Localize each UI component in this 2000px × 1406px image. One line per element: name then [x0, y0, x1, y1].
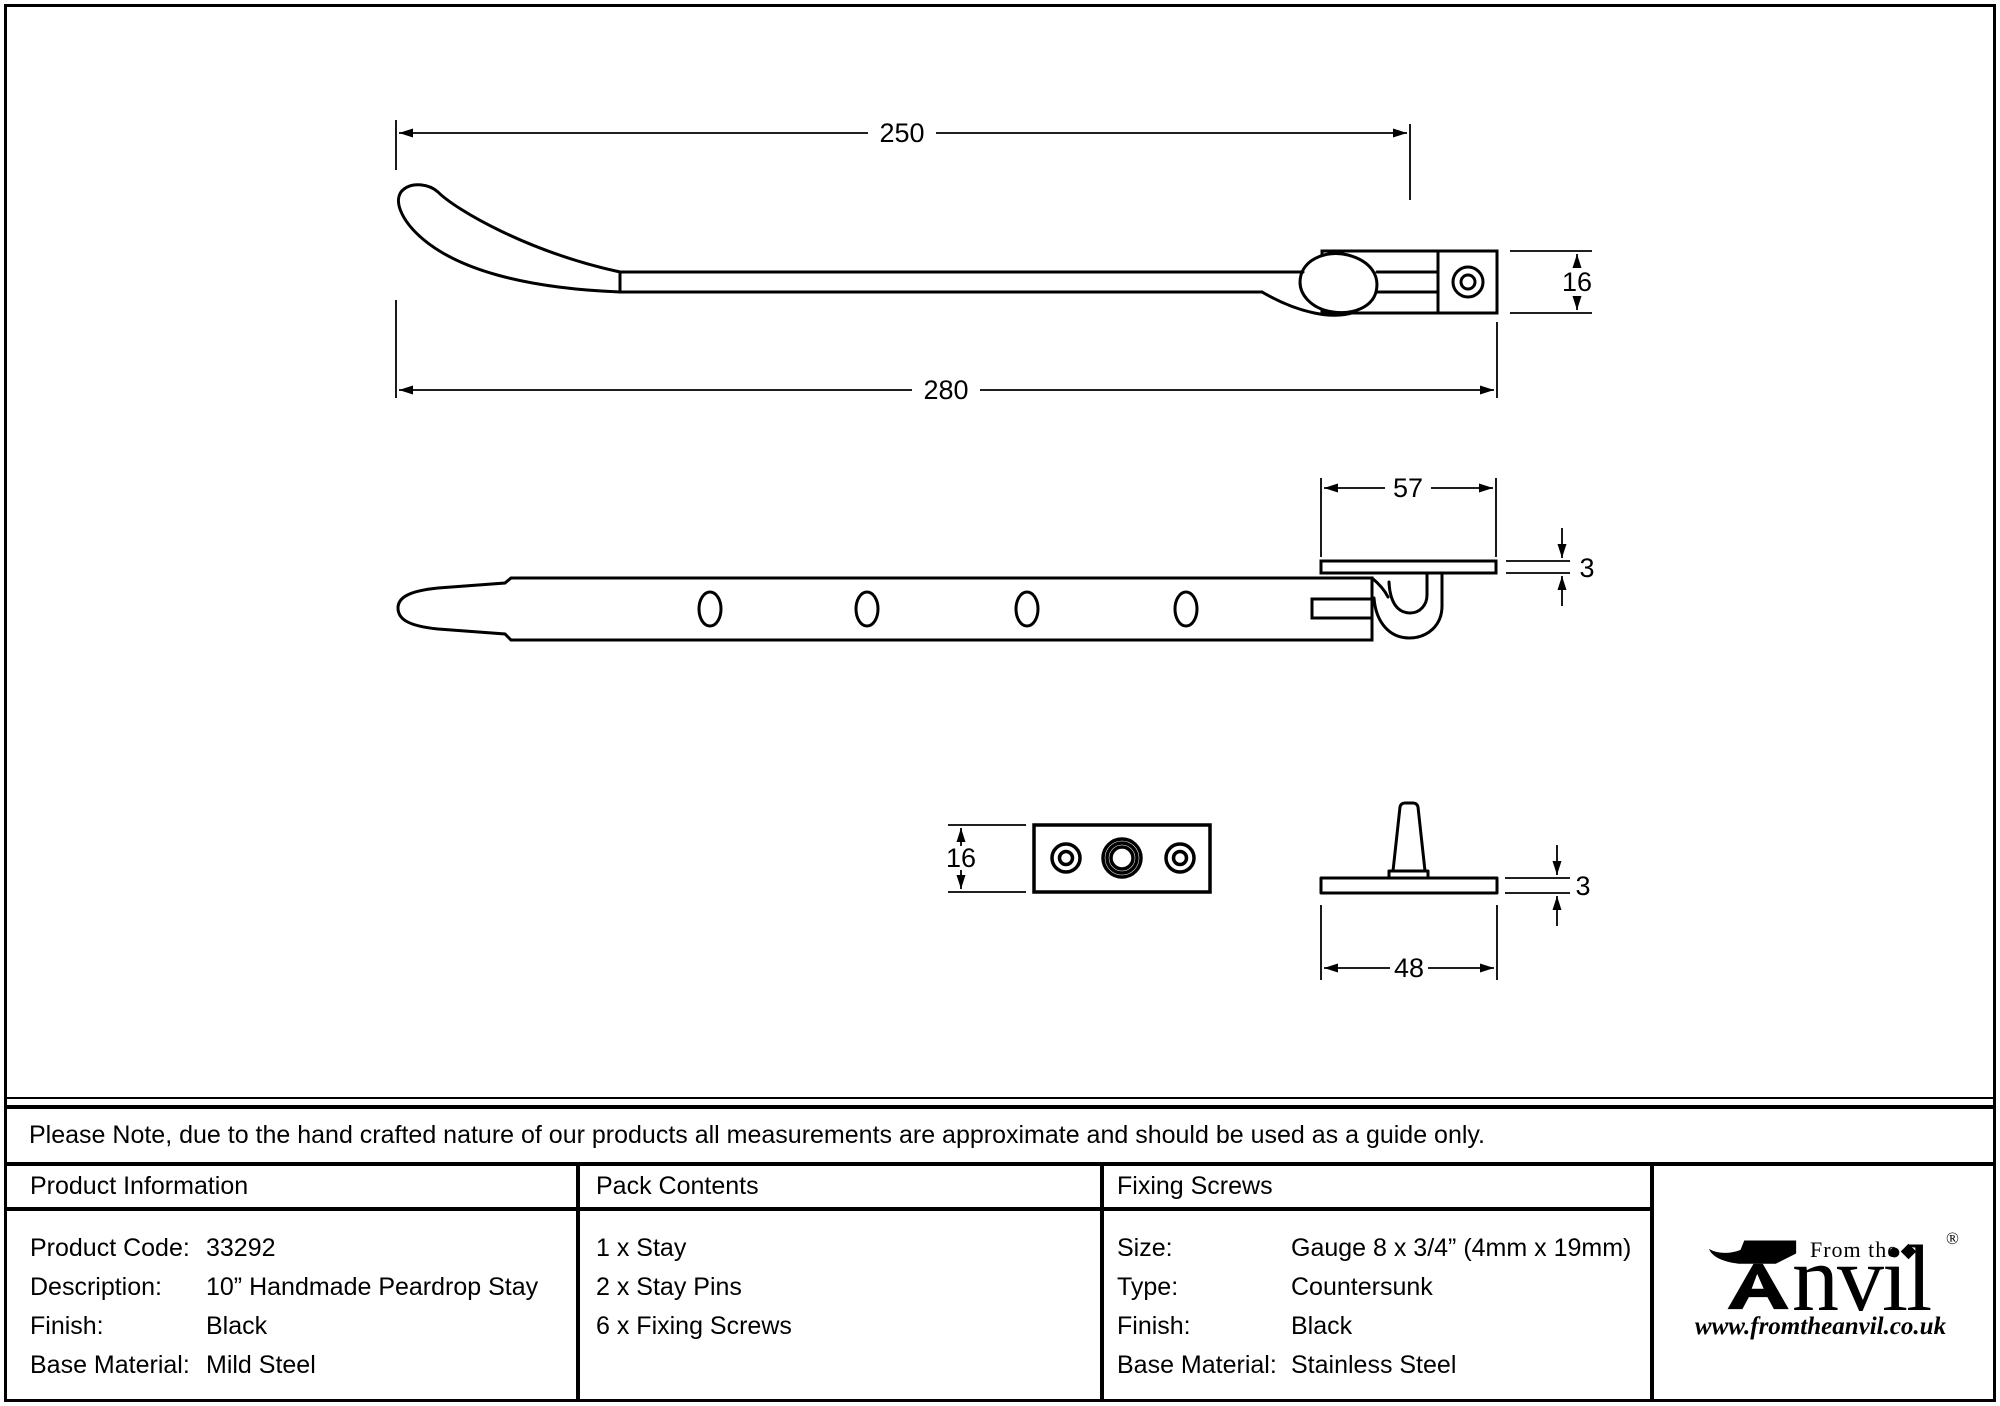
list-item: 1 x Stay: [596, 1234, 687, 1262]
row-label: Type:: [1117, 1273, 1179, 1301]
row-value: Black: [1291, 1312, 1353, 1340]
keep-hole-right-inner: [1171, 849, 1189, 867]
list-item: 2 x Stay Pins: [596, 1273, 742, 1301]
pin-base-plate: [1319, 876, 1499, 895]
row-value: Gauge 8 x 3/4” (4mm x 19mm): [1291, 1234, 1632, 1262]
keep-hole-left-inner: [1057, 849, 1075, 867]
row-value: 10” Handmade Peardrop Stay: [206, 1273, 539, 1301]
measurement-note-bar: Please Note, due to the hand crafted nat…: [7, 1105, 1993, 1166]
stay-plan-view: [396, 559, 1498, 642]
hook-outer: [1372, 572, 1444, 640]
pack-contents-body: 1 x Stay 2 x Stay Pins 6 x Fixing Screws: [580, 1211, 1100, 1346]
row-label: Description:: [30, 1273, 162, 1301]
keep-plate-side: [1319, 559, 1498, 575]
dim-keep-thickness-label: 3: [1579, 553, 1594, 583]
keep-hole-right-outer: [1164, 842, 1196, 874]
row-value: Countersunk: [1291, 1273, 1433, 1301]
handle-horn: [397, 183, 622, 294]
row-value: Stainless Steel: [1291, 1351, 1457, 1379]
product-information-body: Product Code: 33292 Description: 10” Han…: [7, 1211, 576, 1385]
pin-collar: [1387, 869, 1430, 880]
logo-website-url: www.fromtheanvil.co.uk: [1694, 1313, 1947, 1340]
row-value: 33292: [206, 1234, 276, 1262]
product-information-column: Product Information Product Code: 33292 …: [7, 1166, 580, 1399]
product-information-header: Product Information: [7, 1166, 576, 1211]
hook-inner: [1387, 572, 1429, 615]
spec-table: Product Information Product Code: 33292 …: [7, 1166, 1993, 1399]
table-row: Base Material: Mild Steel: [30, 1346, 576, 1385]
dim-keep-width-label: 57: [1393, 473, 1423, 503]
dim-pin-base-width-label: 48: [1394, 953, 1424, 983]
pack-contents-header: Pack Contents: [580, 1166, 1100, 1211]
row-label: Finish:: [30, 1312, 104, 1340]
bracket-screw-hole-inner: [1459, 273, 1477, 291]
anvil-icon: [1709, 1240, 1797, 1310]
row-label: Product Code:: [30, 1234, 190, 1262]
row-label: Base Material:: [1117, 1351, 1277, 1379]
logo-prefix-text: From the: [1810, 1237, 1899, 1262]
pin-cone: [1391, 801, 1427, 872]
stay-side-view: [397, 183, 1499, 317]
dim-keep-plate-height-label: 16: [946, 843, 976, 873]
dim-pin-plate-thickness-label: 3: [1575, 871, 1590, 901]
registered-trademark-icon: ®: [1946, 1229, 1959, 1248]
row-label: Base Material:: [30, 1351, 190, 1379]
drawing-area-bottom-rule: [7, 1097, 1993, 1099]
keep-plate-top-view: [1032, 823, 1212, 894]
row-label: Size:: [1117, 1234, 1173, 1262]
keep-hole-left-outer: [1050, 842, 1082, 874]
fixing-screws-header: Fixing Screws: [1104, 1166, 1650, 1211]
dimension-labels: 250 280 16 57 3 16 3 48: [879, 118, 1594, 983]
pack-contents-column: Pack Contents 1 x Stay 2 x Stay Pins 6 x…: [580, 1166, 1104, 1399]
bracket-screw-hole-outer: [1451, 265, 1485, 299]
keep-hole-center-inner: [1109, 845, 1135, 871]
keep-plate-outline: [1032, 823, 1212, 894]
keep-hole-center-outer: [1101, 837, 1143, 879]
bar-hole-2: [854, 590, 880, 628]
keep-hole-center-mid: [1105, 841, 1139, 875]
row-value: Mild Steel: [206, 1351, 316, 1379]
row-value: Black: [206, 1312, 268, 1340]
bar-hole-3: [1014, 590, 1040, 628]
table-row: Finish: Black: [1117, 1307, 1650, 1346]
fixing-screws-column: Fixing Screws Size: Gauge 8 x 3/4” (4mm …: [1104, 1166, 1654, 1399]
dim-stay-length-label: 250: [879, 118, 924, 148]
bar-hole-4: [1173, 590, 1199, 628]
table-row: Description: 10” Handmade Peardrop Stay: [30, 1268, 576, 1307]
bar-hole-1: [697, 590, 723, 628]
measurement-note-text: Please Note, due to the hand crafted nat…: [29, 1121, 1486, 1149]
peardrop-knob: [1298, 252, 1379, 315]
table-row: Type: Countersunk: [1117, 1268, 1650, 1307]
dim-overall-length-label: 280: [923, 375, 968, 405]
bar-end-slot: [1310, 597, 1374, 620]
hook-fillet: [1370, 576, 1390, 599]
stay-pin-side-view: [1319, 801, 1499, 895]
brand-logo-cell: From the nvil ® www.fromtheanvil.co.uk: [1654, 1166, 1993, 1399]
peardrop-tail: [1260, 290, 1357, 317]
list-item: 6 x Fixing Screws: [596, 1312, 792, 1340]
table-row: Product Code: 33292: [30, 1229, 576, 1268]
dim-bracket-height-label: 16: [1562, 267, 1592, 297]
table-row: Size: Gauge 8 x 3/4” (4mm x 19mm): [1117, 1229, 1650, 1268]
table-row: Base Material: Stainless Steel: [1117, 1346, 1650, 1385]
dimension-lines: [395, 120, 1592, 980]
table-row: Finish: Black: [30, 1307, 576, 1346]
fixing-screws-body: Size: Gauge 8 x 3/4” (4mm x 19mm) Type: …: [1104, 1211, 1650, 1385]
stay-bar: [396, 576, 1374, 642]
row-label: Finish:: [1117, 1312, 1191, 1340]
